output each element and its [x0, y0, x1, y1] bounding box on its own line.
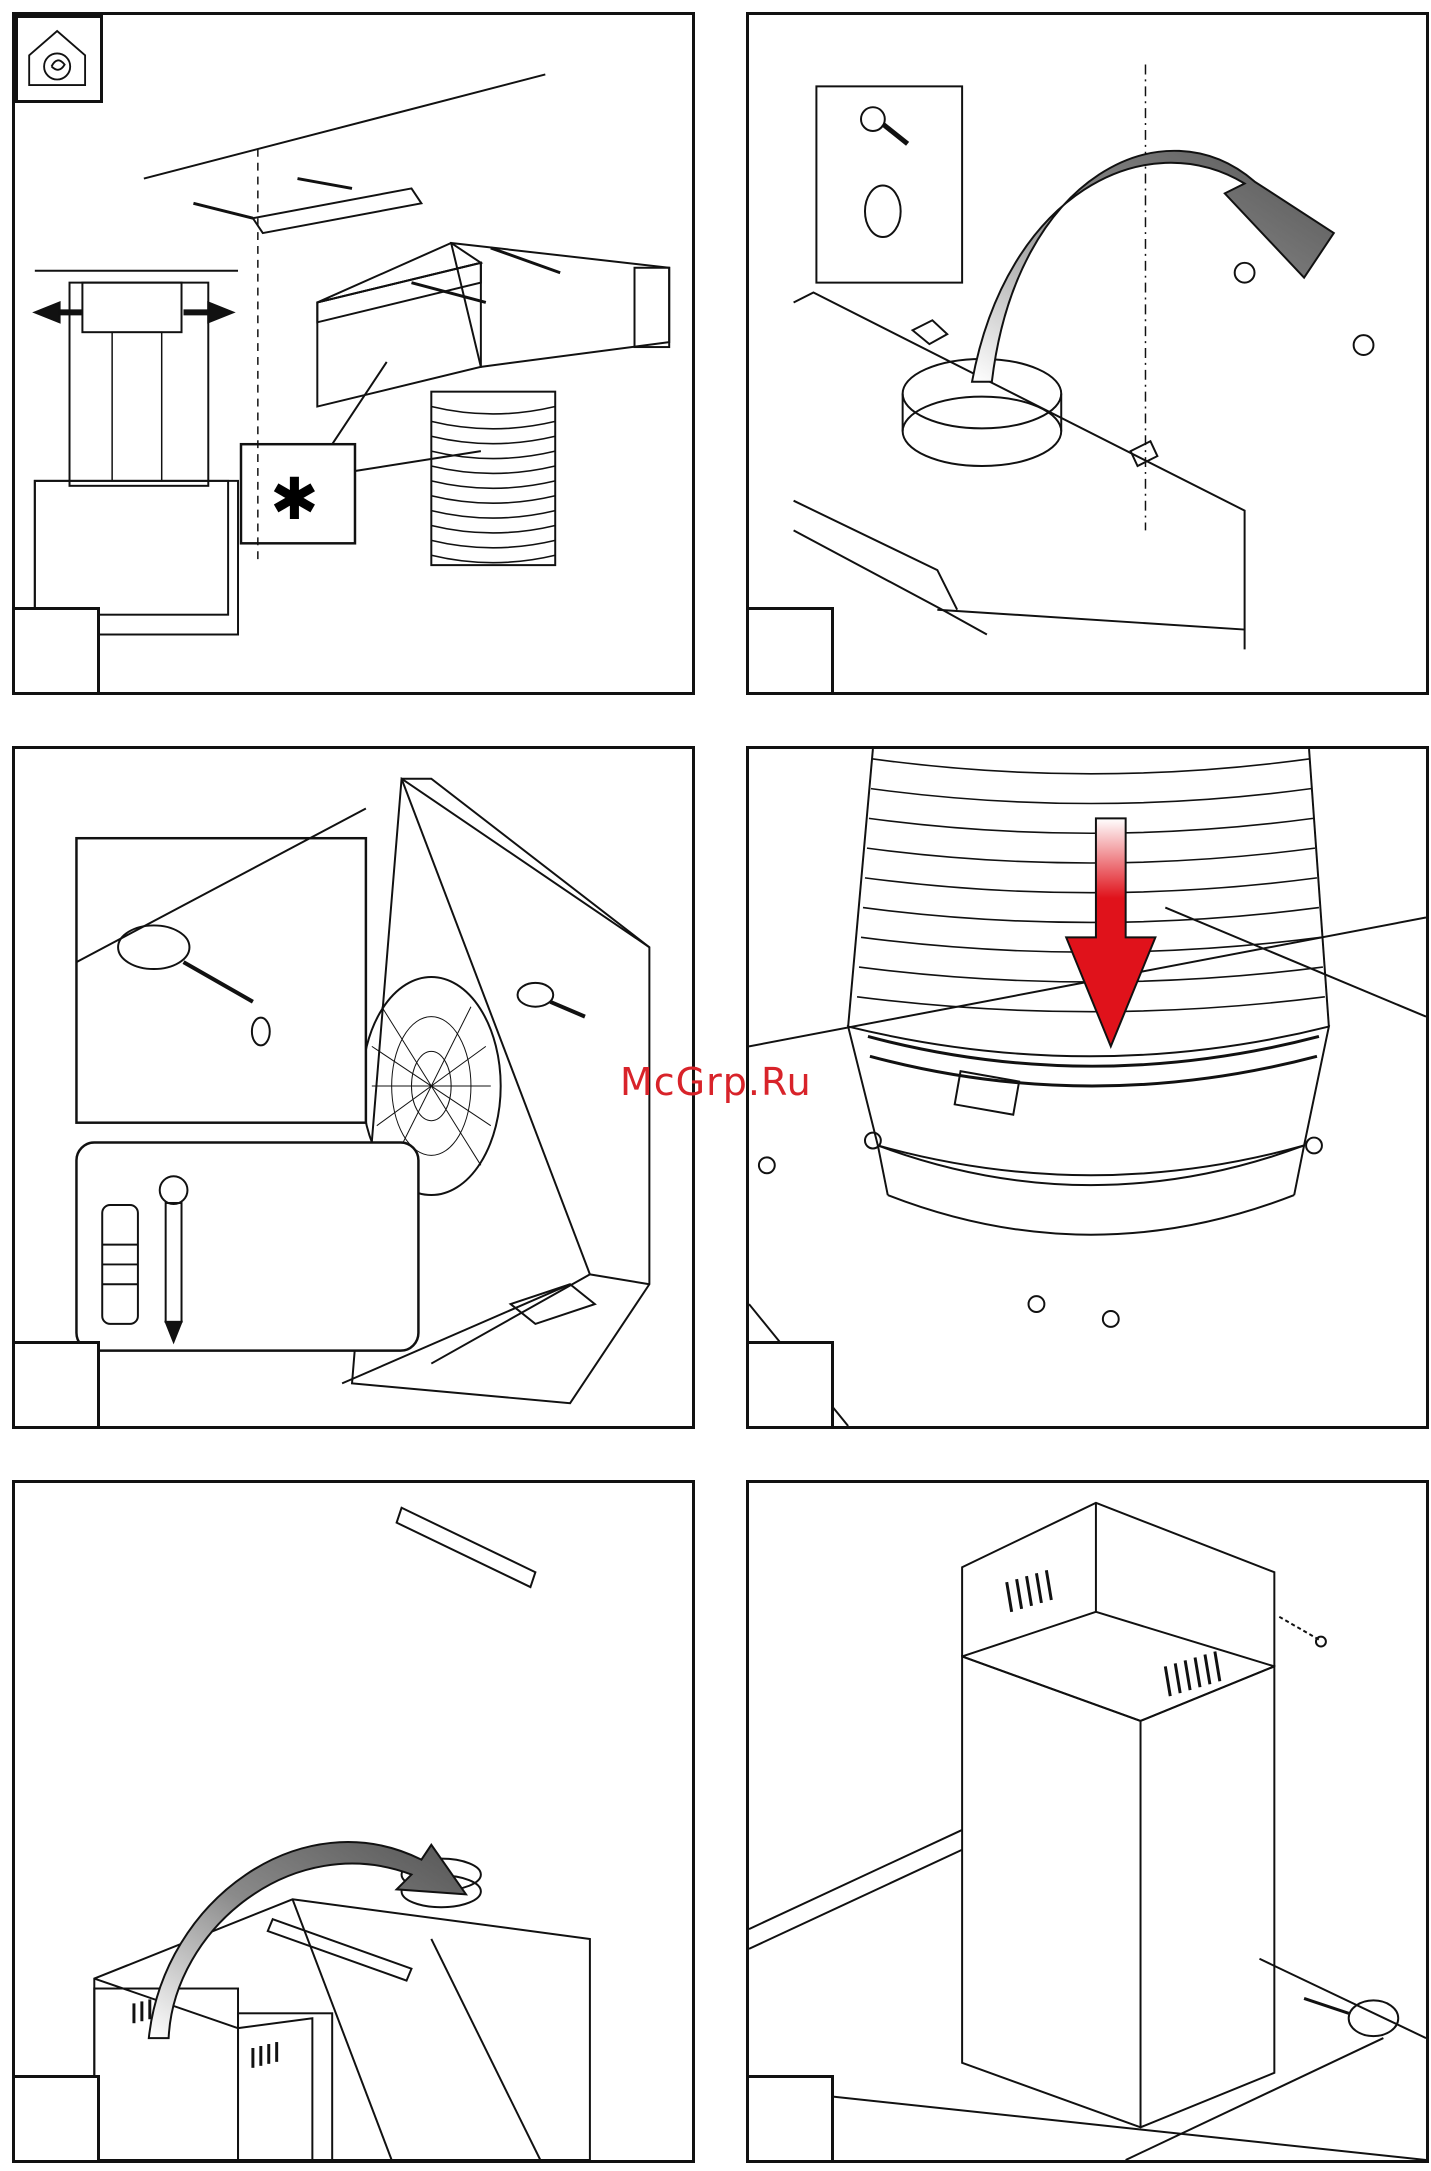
panel-step-5 [12, 1480, 695, 2163]
step-number-box [746, 607, 834, 695]
watermark-text: McGrp.Ru [620, 1060, 812, 1104]
panel-step-1: ✱ [12, 12, 695, 695]
panel-step-6 [746, 1480, 1429, 2163]
step-number-box [12, 1341, 100, 1429]
panel-step-3 [12, 746, 695, 1429]
illustration-chimney-assembly [749, 1483, 1426, 2160]
illustration-duct-adapter [15, 15, 692, 692]
callout-symbol: ✱ [270, 470, 319, 528]
step-number-box [746, 2075, 834, 2163]
panel-step-2 [746, 12, 1429, 695]
illustration-flange-rotation [749, 15, 1426, 692]
house-fan-logo-icon [15, 15, 103, 103]
step-number-box [746, 1341, 834, 1429]
inset-wall-plug-and-screw [76, 1143, 418, 1351]
illustration-chimney-bracket [15, 1483, 692, 2160]
step-number-box [12, 607, 100, 695]
inset-screwdriver [76, 838, 365, 1122]
illustration-hood-screw-fixing [15, 749, 692, 1426]
logo-drawing [18, 18, 100, 100]
illustration-duct-clamp [749, 749, 1426, 1426]
rotation-arrow-icon [972, 151, 1334, 382]
panel-step-4 [746, 746, 1429, 1429]
step-number-box [12, 2075, 100, 2163]
